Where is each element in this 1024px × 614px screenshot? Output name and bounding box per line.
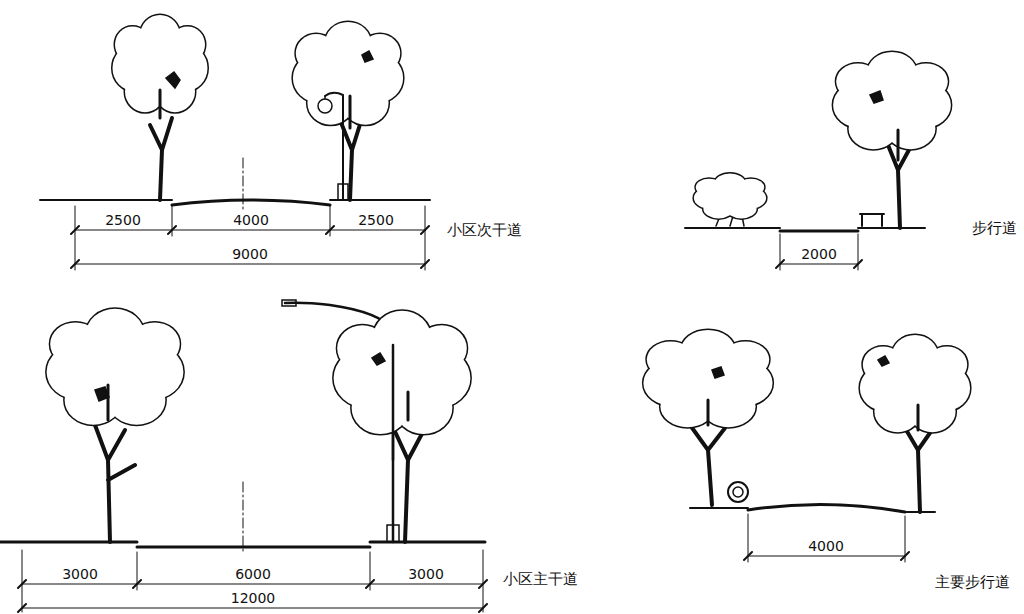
dimension-label: 12000 bbox=[231, 590, 276, 606]
dimension-label: 2000 bbox=[801, 246, 837, 262]
dimension-label: 9000 bbox=[232, 246, 268, 262]
dimension-label: 3000 bbox=[408, 566, 444, 582]
dimension-label: 2500 bbox=[105, 212, 141, 228]
dimension-label: 4000 bbox=[233, 212, 269, 228]
section-title: 主要步行道 bbox=[935, 573, 1010, 591]
dimension-label: 2500 bbox=[358, 212, 394, 228]
dimension-label: 3000 bbox=[62, 566, 98, 582]
section-title: 小区主干道 bbox=[503, 570, 578, 588]
section-title: 步行道 bbox=[972, 219, 1017, 237]
dimension-label: 4000 bbox=[808, 538, 844, 554]
section-title: 小区次干道 bbox=[447, 221, 522, 239]
dimension-label: 6000 bbox=[235, 566, 271, 582]
